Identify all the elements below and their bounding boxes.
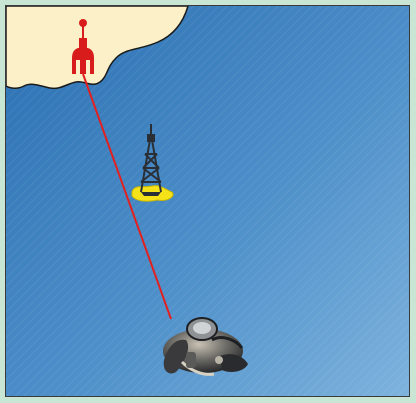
ocean-scene [5, 5, 410, 397]
scene-illustration [6, 6, 410, 397]
